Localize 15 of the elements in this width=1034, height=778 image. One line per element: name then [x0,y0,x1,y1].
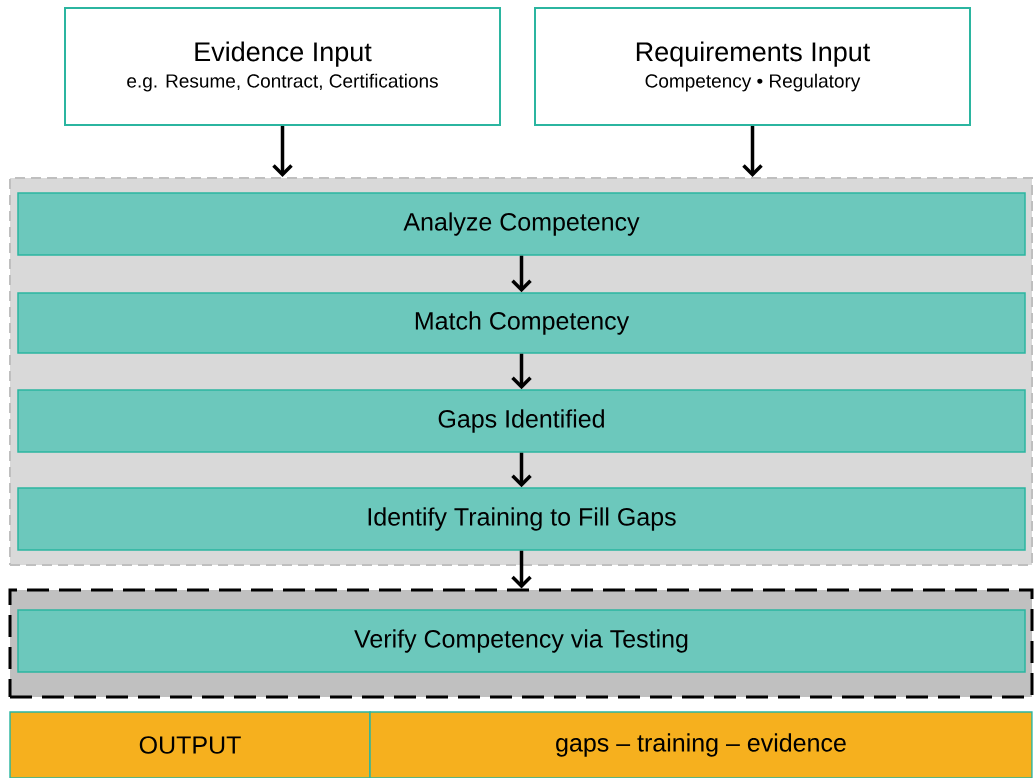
arrow [742,126,763,177]
arrow [511,550,532,589]
process-box: Match Competency [17,292,1026,354]
process-box: Gaps Identified [17,389,1026,453]
input-box: Evidence Input e.g. Resume, Contract, Certifications [64,7,501,126]
arrow [272,126,293,177]
output-cell: gaps – training – evidence [369,711,1033,778]
arrow [511,452,532,488]
process-box: Analyze Competency [17,192,1026,256]
arrow [511,353,532,390]
process-box: Identify Training to Fill Gaps [17,487,1026,551]
process-box: Verify Competency via Testing [17,609,1026,673]
arrow [511,255,532,293]
input-box: Requirements Input Competency • Regulatory [534,7,971,126]
output-cell: OUTPUT [9,711,371,778]
